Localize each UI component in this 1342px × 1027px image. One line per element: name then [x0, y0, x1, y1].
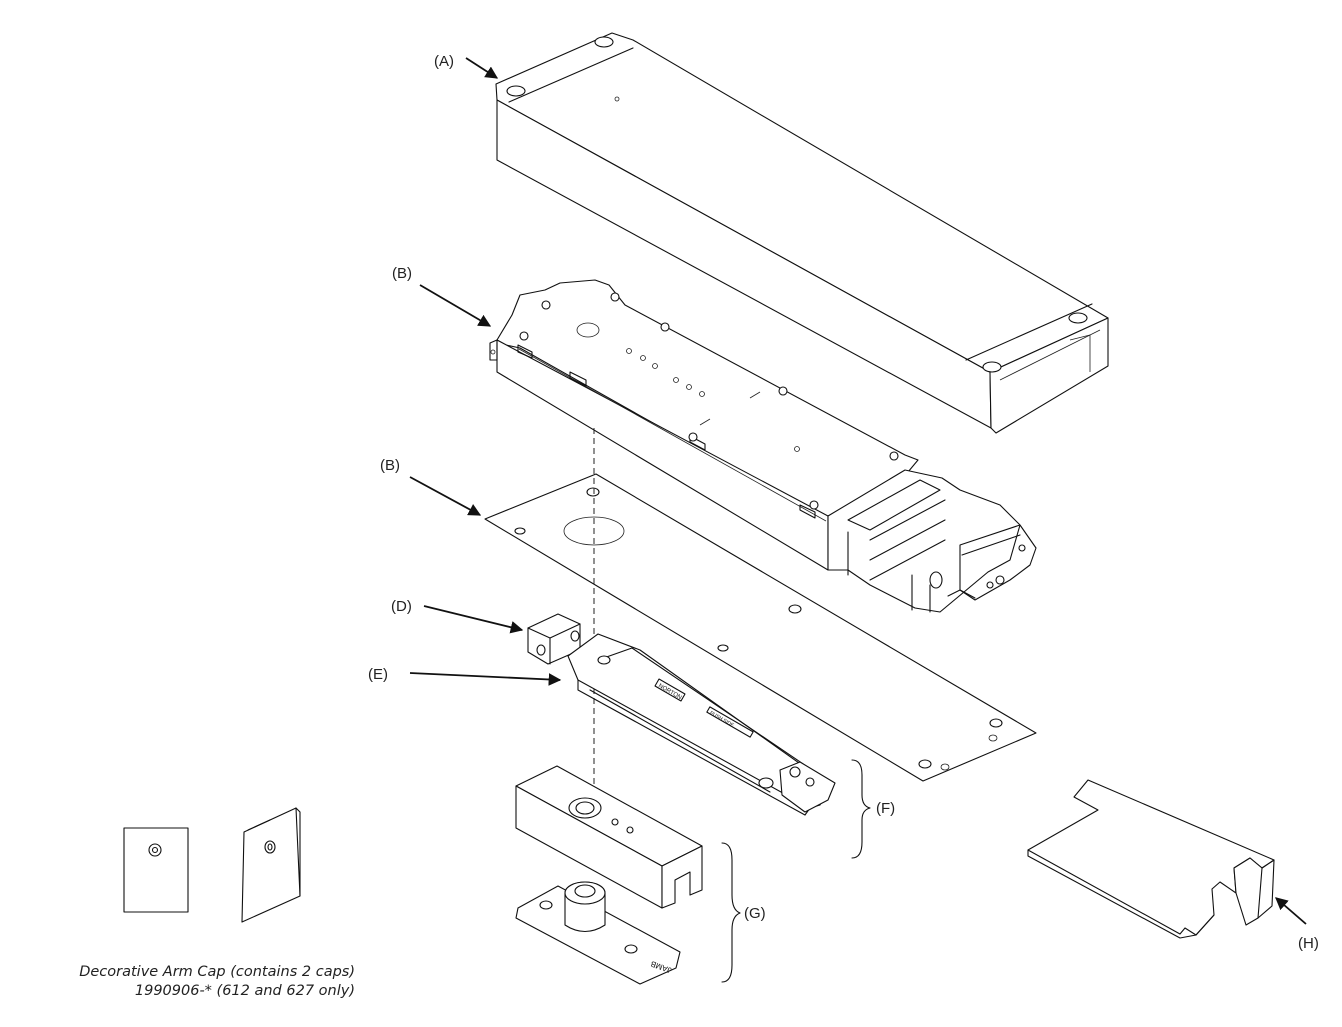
- cover-part-a: [495, 32, 1109, 434]
- callout-d: (D): [391, 598, 412, 615]
- callout-f: (F): [876, 800, 895, 817]
- arm-part-e: NORTON PUSH SIDE: [567, 633, 836, 816]
- screw-icons: [519, 292, 899, 510]
- decorative-arm-cap-angled: [241, 807, 301, 923]
- brace-f: [851, 759, 871, 859]
- callout-b-body: (B): [392, 265, 412, 282]
- leader-arrow-a: [465, 57, 499, 79]
- arm-cap-caption-line1: Decorative Arm Cap (contains 2 caps): [79, 964, 355, 980]
- callout-h: (H): [1298, 935, 1319, 952]
- brace-g: [721, 842, 741, 983]
- pivot-block-part-g: [515, 765, 703, 909]
- callout-e: (E): [368, 666, 388, 683]
- leader-arrow-b2: [409, 476, 482, 516]
- mounting-plate-part-b: [484, 473, 1037, 782]
- callout-b-plate: (B): [380, 457, 400, 474]
- decorative-arm-cap-front: [123, 827, 189, 913]
- bottom-pivot-plate-part-g: JAMB: [515, 881, 681, 985]
- leader-arrow-d: [423, 605, 524, 634]
- bracket-part-h: [1027, 779, 1275, 939]
- closer-body-part-b: [489, 279, 1037, 613]
- leader-arrow-e: [409, 672, 562, 686]
- arm-cap-caption-line2: 1990906-* (612 and 627 only): [135, 983, 355, 999]
- leader-arrow-b1: [419, 284, 492, 327]
- callout-g: (G): [744, 905, 766, 922]
- leader-arrow-h: [1275, 897, 1307, 925]
- callout-a: (A): [434, 53, 454, 70]
